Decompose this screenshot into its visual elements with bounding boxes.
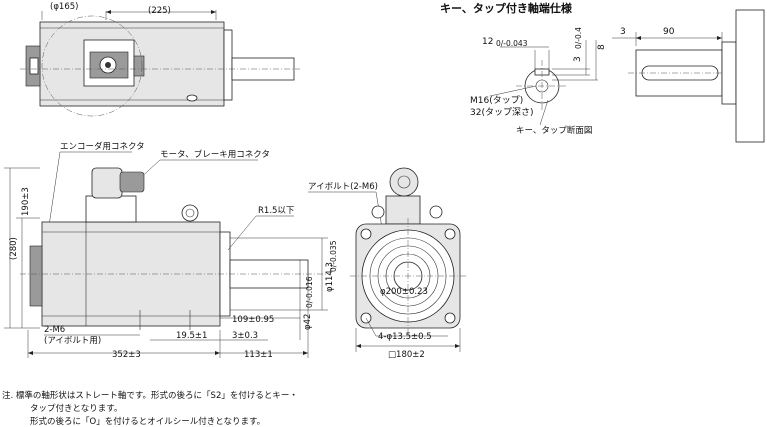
side-view-rear-cover <box>29 245 43 307</box>
front-eyebolt <box>429 205 443 219</box>
tap-size-label: M16(タップ) <box>470 95 523 106</box>
dim-180-label: □180±2 <box>388 350 425 360</box>
mount-hole <box>360 228 372 240</box>
encoder-connector <box>91 167 123 199</box>
side-view-eyebolt <box>181 204 199 222</box>
note-line-3: 形式の後ろに「O」を付けるとオイルシール付きとなります。 <box>30 416 265 427</box>
front-eyebolt-label: アイボルト(2-M6) <box>308 182 378 192</box>
shaft-end-view: 3 90 <box>612 9 765 143</box>
key-depth-tol: 0/-0.4 <box>574 27 583 49</box>
key-height-label: 8 <box>597 44 607 50</box>
dim-225-label: (225) <box>148 6 171 16</box>
dim-phi165-label: (φ165) <box>50 2 78 12</box>
dim-352-label: 352±3 <box>112 350 141 360</box>
dim-19-5-label: 19.5±1 <box>176 331 207 341</box>
dim-3-0-3-label: 3±0.3 <box>232 331 258 341</box>
dim-114-label: φ114.3 <box>325 262 335 292</box>
dim-90-label: 90 <box>663 27 675 37</box>
shaft-end-flange <box>735 9 765 143</box>
dim-holes-label: 4-φ13.5±0.5 <box>378 332 432 342</box>
top-view: (φ165) (225) <box>20 2 300 117</box>
eyebolt-tap-label-2: (アイボルト用) <box>44 336 101 346</box>
key-section-view: 12 0/-0.043 3 0/-0.4 8 M16(タップ) 32(タップ深さ… <box>470 27 607 136</box>
dim-200-label: φ200±0.23 <box>380 287 428 297</box>
front-connector-base <box>385 195 421 225</box>
key-depth-label: 3 <box>573 56 583 62</box>
dim-113-label: 113±1 <box>244 350 273 360</box>
mount-hole <box>444 228 456 240</box>
encoder-connector-label: エンコーダ用コネクタ <box>60 141 145 152</box>
dim-42-tol: 0/-0.016 <box>305 276 314 308</box>
key-width-tol: 0/-0.043 <box>496 39 528 48</box>
phi165-circle <box>41 15 143 117</box>
front-view: アイボルト(2-M6) φ200±0.23 4-φ13.5±0.5 <box>308 167 466 360</box>
side-view-connector-base <box>85 195 137 223</box>
radius-label: R1.5以下 <box>258 206 295 216</box>
note-line-2: タップ付きとなります。 <box>30 403 122 414</box>
dim-190-label: 190±3 <box>21 187 31 216</box>
shaft-end-title: キー、タップ付き軸端仕様 <box>440 1 573 15</box>
dim-109-label: 109±0.95 <box>232 315 274 325</box>
mount-hole <box>444 312 456 324</box>
motor-brake-connector-label: モータ、ブレーキ用コネクタ <box>160 149 270 160</box>
motor-brake-connector <box>119 171 145 193</box>
note-line-1: 注. 標準の軸形状はストレート軸です。形式の後ろに「S2」を付けるとキー・ <box>2 390 298 401</box>
front-connector <box>389 167 419 197</box>
dim-3-label: 3 <box>620 27 626 37</box>
side-view: エンコーダ用コネクタ モータ、ブレーキ用コネクタ (280) 190±3 <box>4 141 338 360</box>
dim-114-tol: 0/-0.035 <box>329 240 338 272</box>
key-width-label: 12 <box>482 37 493 47</box>
section-caption: キー、タップ断面図 <box>516 125 592 136</box>
notes: 注. 標準の軸形状はストレート軸です。形式の後ろに「S2」を付けるとキー・ タッ… <box>2 390 298 427</box>
dim-280-label: (280) <box>9 237 19 260</box>
eyebolt-tap-label-1: 2-M6 <box>44 325 65 335</box>
tap-depth-label: 32(タップ深さ) <box>470 107 533 118</box>
